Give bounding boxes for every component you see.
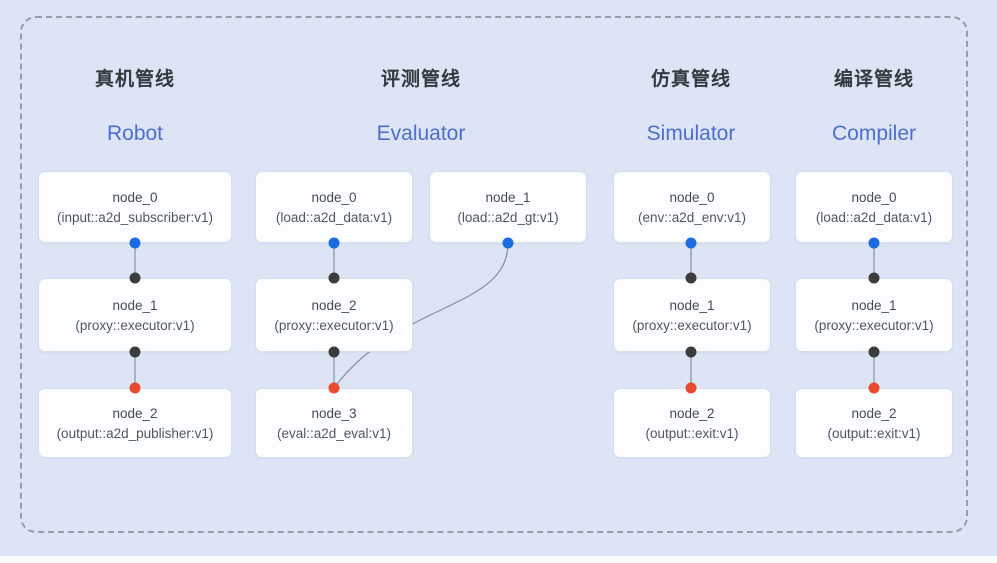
- node-type: (load::a2d_data:v1): [815, 209, 933, 225]
- node-evaluator-1: node_1 (load::a2d_gt:v1): [429, 171, 587, 243]
- node-type: (load::a2d_gt:v1): [457, 209, 559, 225]
- dashed-container: [20, 16, 968, 533]
- node-robot-2: node_2 (output::a2d_publisher:v1): [38, 388, 232, 458]
- node-simulator-0: node_0 (env::a2d_env:v1): [613, 171, 771, 243]
- pipeline-title-cn-robot: 真机管线: [94, 69, 175, 90]
- node-name: node_0: [311, 189, 357, 205]
- node-name: node_2: [112, 405, 158, 421]
- node-simulator-1: node_1 (proxy::executor:v1): [613, 278, 771, 352]
- node-simulator-2: node_2 (output::exit:v1): [613, 388, 771, 458]
- node-name: node_1: [669, 297, 715, 313]
- pipeline-title-cn-simulator: 仿真管线: [650, 69, 731, 90]
- pipeline-title-cn-compiler: 编译管线: [833, 69, 914, 90]
- node-type: (load::a2d_data:v1): [275, 209, 393, 225]
- node-type: (output::exit:v1): [827, 425, 921, 441]
- node-type: (output::a2d_publisher:v1): [56, 425, 214, 441]
- pipeline-title-en-robot: Robot: [106, 122, 164, 145]
- node-name: node_1: [485, 189, 531, 205]
- node-compiler-0: node_0 (load::a2d_data:v1): [795, 171, 953, 243]
- node-type: (proxy::executor:v1): [274, 317, 394, 333]
- node-name: node_0: [669, 189, 715, 205]
- pipeline-title-cn-evaluator: 评测管线: [380, 69, 461, 90]
- node-name: node_0: [112, 189, 158, 205]
- node-name: node_3: [311, 405, 357, 421]
- node-name: node_2: [311, 297, 357, 313]
- node-type: (proxy::executor:v1): [632, 317, 752, 333]
- node-type: (proxy::executor:v1): [814, 317, 934, 333]
- node-evaluator-2: node_2 (proxy::executor:v1): [255, 278, 413, 352]
- pipeline-title-en-simulator: Simulator: [646, 122, 736, 145]
- node-name: node_2: [851, 405, 897, 421]
- node-type: (eval::a2d_eval:v1): [276, 425, 392, 441]
- bottom-strip: [0, 556, 997, 563]
- node-name: node_1: [112, 297, 158, 313]
- node-compiler-1: node_1 (proxy::executor:v1): [795, 278, 953, 352]
- pipeline-title-en-compiler: Compiler: [831, 122, 917, 145]
- node-evaluator-0: node_0 (load::a2d_data:v1): [255, 171, 413, 243]
- node-type: (output::exit:v1): [645, 425, 739, 441]
- node-compiler-2: node_2 (output::exit:v1): [795, 388, 953, 458]
- node-name: node_0: [851, 189, 897, 205]
- node-type: (input::a2d_subscriber:v1): [56, 209, 214, 225]
- node-robot-1: node_1 (proxy::executor:v1): [38, 278, 232, 352]
- node-type: (env::a2d_env:v1): [637, 209, 747, 225]
- node-name: node_1: [851, 297, 897, 313]
- node-evaluator-3: node_3 (eval::a2d_eval:v1): [255, 388, 413, 458]
- node-type: (proxy::executor:v1): [75, 317, 195, 333]
- pipeline-title-en-evaluator: Evaluator: [376, 122, 466, 145]
- node-robot-0: node_0 (input::a2d_subscriber:v1): [38, 171, 232, 243]
- node-name: node_2: [669, 405, 715, 421]
